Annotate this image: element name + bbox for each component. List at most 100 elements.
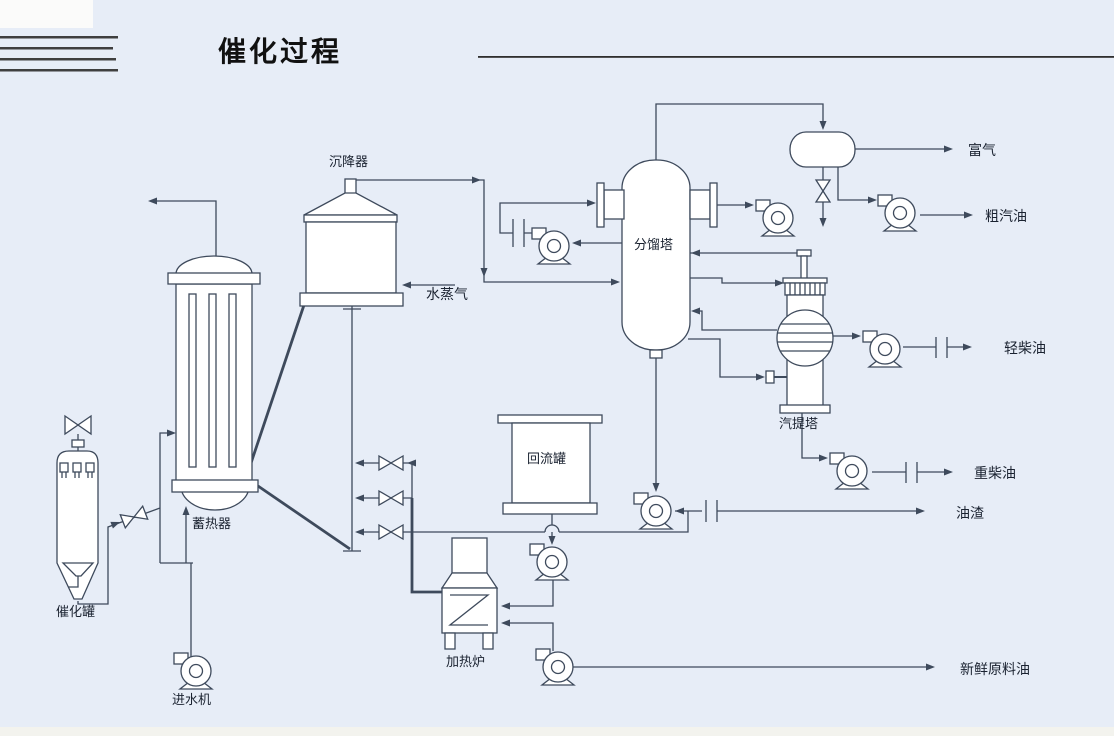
heavy-diesel-label: 重柴油 [974, 465, 1016, 481]
arrowhead-icon [355, 494, 364, 502]
arrowhead-icon [775, 279, 784, 287]
regenerator-label: 蓄热器 [192, 516, 231, 531]
arrowhead-icon [501, 602, 510, 610]
tube-slot [228, 293, 237, 468]
manifold-valve-icon [378, 489, 404, 507]
arrowhead-icon [167, 429, 176, 437]
overhead-pump-icon [755, 199, 795, 237]
left-flange [596, 182, 605, 228]
arrowhead-icon [182, 506, 190, 515]
heavy-diesel-pump-icon [829, 452, 869, 490]
tray-section [776, 309, 834, 367]
pipe-settler-drop [343, 306, 361, 552]
title-decoration-lines [0, 36, 118, 72]
settler-vessel [299, 178, 404, 307]
top-valve-icon [76, 414, 92, 436]
arrowhead-icon [926, 663, 935, 671]
stream-labels: 水蒸气 富气 粗汽油 轻柴油 重柴油 油渣 新鲜原料油 [426, 142, 1046, 677]
pipe-pumparound [499, 202, 622, 247]
arrowhead-icon [110, 521, 120, 529]
arrowhead-icon [501, 619, 510, 627]
right-nozzle [689, 189, 711, 220]
base [502, 502, 598, 515]
arrowhead-icon [868, 196, 877, 204]
top-flange [167, 272, 261, 285]
furnace-label: 加热炉 [446, 654, 485, 669]
crude-gasoline-label: 粗汽油 [985, 208, 1027, 224]
oil-residue-label: 油渣 [956, 505, 984, 521]
roof [303, 192, 398, 216]
pipe-refluxpump-to-furnace [505, 580, 554, 607]
light-diesel-pump-icon [862, 330, 902, 368]
fresh-feed-pump-icon [535, 648, 575, 686]
top-valve-icon [64, 414, 80, 436]
stripper-label: 汽提塔 [779, 416, 818, 431]
arrowhead-icon [691, 249, 700, 257]
valve-collar [71, 439, 85, 448]
shell [305, 221, 397, 294]
packing-hatch [789, 283, 821, 295]
top-band [303, 214, 398, 223]
shell [789, 131, 856, 168]
arrowhead-icon [944, 468, 953, 476]
fractionator-label: 分馏塔 [634, 237, 673, 252]
internal-funnel [61, 562, 95, 577]
regenerator-vessel [167, 255, 261, 511]
fractionator-column [596, 159, 718, 359]
arrowhead-icon [587, 199, 596, 207]
arrowhead-icon [819, 454, 828, 462]
arrowhead-icon [675, 507, 684, 515]
pipe-stripper-to-tower-return [696, 310, 777, 331]
arrowhead-icon [548, 536, 556, 545]
chimney [344, 178, 357, 195]
pipe-tower-overhead [655, 103, 824, 160]
arrowhead-icon [916, 507, 925, 515]
catalyst-tank [56, 414, 99, 600]
arrowhead-icon [819, 218, 827, 227]
internal-dipleg [68, 576, 79, 588]
crude-gasoline-pump-icon [877, 194, 917, 232]
pipe-feedpump-to-furnace [505, 622, 554, 651]
coil-z [448, 594, 490, 626]
pipe-settler-to-fractionator [356, 179, 612, 283]
pipe-tower-to-stripper-bottom [688, 338, 759, 378]
rich-gas-label: 富气 [968, 142, 996, 158]
equipment-labels: 沉降器 蓄热器 催化罐 进水机 分馏塔 回流罐 加热炉 汽提塔 [56, 154, 818, 707]
pipe-tower-to-stripper-packing [688, 277, 778, 284]
pipe-thick-regenerator-down [257, 484, 351, 551]
left-nozzle [603, 189, 625, 220]
arrowhead-icon [745, 201, 754, 209]
pipe-drum-outlets [822, 148, 967, 221]
arrowhead-icon [355, 459, 364, 467]
fresh-feed-oil-label: 新鲜原料油 [960, 661, 1030, 677]
bottom-stub [649, 349, 663, 359]
arrowhead-icon [355, 528, 364, 536]
pipe-heavy-diesel [801, 413, 946, 483]
arrowhead-icon [756, 373, 765, 381]
base-flange [779, 404, 831, 414]
furnace [440, 537, 499, 650]
tower-bottoms-pump-icon [633, 492, 673, 530]
arrowhead-icon [407, 459, 416, 467]
pipe-oil-residue [675, 500, 918, 522]
settler-label: 沉降器 [329, 154, 368, 169]
rod-cap [796, 249, 812, 257]
right-flange [709, 182, 718, 228]
light-diesel-label: 轻柴油 [1004, 340, 1046, 356]
pumparound-pump-icon [531, 227, 571, 265]
page-title: 催化过程 [218, 36, 342, 67]
stripper-column [765, 249, 834, 414]
arrowhead-icon [852, 332, 861, 340]
arrowhead-icon [964, 211, 973, 219]
pipe-network [77, 103, 967, 668]
leg [482, 632, 494, 650]
steam-inlet-flange [765, 370, 775, 384]
arrowhead-icon [472, 176, 481, 184]
water-pump-icon [173, 652, 213, 690]
reflux-drum [497, 414, 603, 515]
arrowhead-icon [148, 197, 157, 205]
steam-label: 水蒸气 [426, 286, 468, 302]
tube-slot [188, 293, 197, 468]
trays [777, 323, 833, 352]
arrowhead-icon [402, 281, 411, 289]
